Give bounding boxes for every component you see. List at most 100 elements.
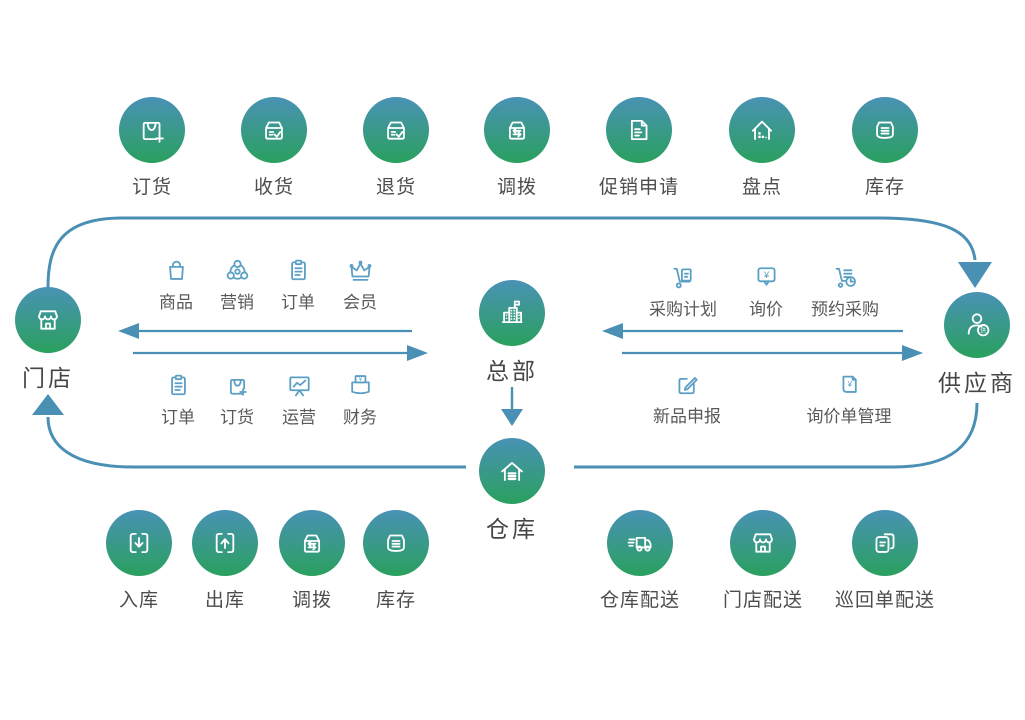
outbound-icon bbox=[215, 532, 235, 554]
top-process-4: 促销申请 bbox=[579, 97, 699, 199]
warehouse-process-2-label: 调拨 bbox=[291, 590, 332, 611]
store-hq-bottom-1-label: 订货 bbox=[220, 408, 254, 427]
building-flag-icon bbox=[501, 300, 523, 324]
delivery-process-0-label: 仓库配送 bbox=[599, 590, 680, 611]
store-hq-bottom-0-label: 订单 bbox=[161, 408, 195, 427]
top-process-5: 盘点 bbox=[702, 97, 822, 199]
delivery-process-2-label: 巡回单配送 bbox=[834, 590, 935, 611]
top-process-6-circle bbox=[852, 97, 918, 163]
hub-headquarters-circle bbox=[479, 280, 545, 346]
hub-supplier-label: 供应商 bbox=[938, 370, 1016, 396]
warehouse-process-1-circle bbox=[192, 510, 258, 576]
warehouse-process-0-circle bbox=[106, 510, 172, 576]
cart-clock-icon bbox=[835, 267, 856, 288]
doc-yen-icon: ¥ bbox=[842, 375, 857, 393]
top-process-4-label: 促销申请 bbox=[598, 177, 679, 198]
warehouse-process-0: 入库 bbox=[79, 510, 199, 612]
warehouse-icon bbox=[501, 462, 523, 482]
top-process-3-circle bbox=[484, 97, 550, 163]
svg-text:供: 供 bbox=[980, 326, 986, 334]
box-check-icon bbox=[265, 121, 283, 140]
storage-box-icon bbox=[876, 121, 894, 139]
cash-box-icon: ¥ bbox=[350, 375, 370, 395]
hq-supplier-top-0: 采购计划 bbox=[628, 264, 738, 320]
hub-supplier: 供供应商 bbox=[917, 292, 1025, 398]
clipboard-icon bbox=[290, 259, 306, 281]
delivery-process-0-circle bbox=[607, 510, 673, 576]
delivery-process-0: 仓库配送 bbox=[580, 510, 700, 612]
bag-plus-icon bbox=[142, 121, 164, 143]
store-hq-top-2-label: 订单 bbox=[281, 293, 315, 312]
arrowhead-store-to-hq bbox=[407, 345, 428, 361]
store-hq-top-1-label: 营销 bbox=[220, 293, 254, 312]
delivery-process-1: 门店配送 bbox=[703, 510, 823, 612]
document-icon bbox=[630, 119, 648, 141]
hq-supplier-top-0-label: 采购计划 bbox=[649, 300, 717, 319]
warehouse-process-3-circle bbox=[363, 510, 429, 576]
hq-supplier-top-1: ¥ 询价 bbox=[711, 264, 821, 320]
store-hq-top-1: 营销 bbox=[182, 257, 292, 313]
flow-bottom-left-curve bbox=[46, 416, 466, 469]
store-hq-bottom-2-label: 运营 bbox=[282, 408, 316, 427]
delivery-process-2: 巡回单配送 bbox=[825, 510, 945, 612]
warehouse-process-2-circle bbox=[279, 510, 345, 576]
supplier-person-icon: 供 bbox=[967, 313, 990, 337]
store-hq-bottom-3: ¥财务 bbox=[305, 372, 415, 428]
hq-supplier-top-1-label: 询价 bbox=[749, 300, 783, 319]
store-hq-top-0-label: 商品 bbox=[159, 293, 193, 312]
flow-top-curve bbox=[46, 216, 977, 288]
delivery-process-1-label: 门店配送 bbox=[722, 590, 803, 611]
arrowhead-to-supplier bbox=[958, 262, 992, 288]
hub-warehouse-label: 仓库 bbox=[486, 516, 538, 542]
box-check-icon bbox=[387, 121, 405, 140]
top-process-1-label: 收货 bbox=[253, 177, 294, 198]
top-process-2-label: 退货 bbox=[375, 177, 416, 198]
hub-headquarters: 总部 bbox=[452, 280, 572, 386]
warehouse-process-2: 调拨 bbox=[252, 510, 372, 612]
store-hq-top-3: 会员 bbox=[305, 257, 415, 313]
warehouse-process-1-label: 出库 bbox=[204, 590, 245, 611]
arrowhead-supplier-to-hq bbox=[602, 323, 623, 339]
box-swap-icon bbox=[303, 534, 321, 553]
hq-supplier-bottom-0: 新品申报 bbox=[632, 371, 742, 427]
top-process-1-circle bbox=[241, 97, 307, 163]
clipboard-icon bbox=[170, 374, 186, 396]
warehouse-process-0-label: 入库 bbox=[118, 590, 159, 611]
store-hq-top-2: 订单 bbox=[243, 257, 353, 313]
flow-bottom-right-curve bbox=[574, 402, 979, 469]
delivery-process-1-circle bbox=[730, 510, 796, 576]
arrowhead-hq-to-store bbox=[118, 323, 139, 339]
hq-supplier-bottom-0-label: 新品申报 bbox=[653, 407, 721, 426]
edit-box-icon bbox=[678, 377, 698, 395]
arrowhead-to-warehouse bbox=[501, 409, 523, 426]
inbound-icon bbox=[129, 532, 149, 554]
storage-box-icon bbox=[387, 534, 405, 552]
warehouse-process-3: 库存 bbox=[336, 510, 456, 612]
hub-warehouse: 仓库 bbox=[452, 438, 572, 544]
arrowhead-hq-to-supplier bbox=[902, 345, 923, 361]
top-process-5-label: 盘点 bbox=[741, 177, 782, 198]
svg-text:¥: ¥ bbox=[762, 270, 769, 281]
hq-supplier-bottom-1-label: 询价单管理 bbox=[806, 407, 892, 426]
top-process-1: 收货 bbox=[214, 97, 334, 199]
hub-store: 门店 bbox=[0, 287, 108, 393]
top-process-2: 退货 bbox=[336, 97, 456, 199]
arrowhead-to-store bbox=[32, 394, 64, 415]
hq-supplier-top-2: 预约采购 bbox=[790, 264, 900, 320]
hub-supplier-circle: 供 bbox=[944, 292, 1010, 358]
top-process-0-circle bbox=[119, 97, 185, 163]
store-hq-top-0: 商品 bbox=[121, 257, 231, 313]
store-hq-top-3-label: 会员 bbox=[343, 293, 377, 312]
house-dots-icon bbox=[751, 120, 773, 141]
top-process-6: 库存 bbox=[825, 97, 945, 199]
stacked-docs-icon bbox=[875, 533, 895, 553]
hq-supplier-bottom-1: ¥ 询价单管理 bbox=[794, 371, 904, 427]
crown-icon bbox=[349, 260, 371, 281]
cart-doc-icon bbox=[672, 267, 692, 289]
delivery-process-2-circle bbox=[852, 510, 918, 576]
